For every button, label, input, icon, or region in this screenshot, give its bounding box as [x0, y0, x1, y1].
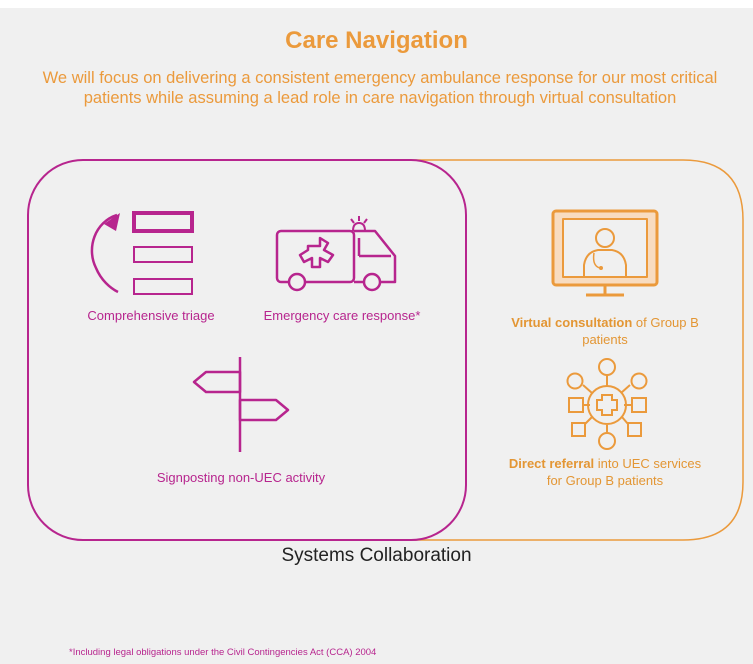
- triage-list-icon: [90, 211, 194, 295]
- signpost-icon: [192, 357, 290, 452]
- virtual-consultation-label-rest: of Group B patients: [582, 315, 699, 347]
- signposting-label: Signposting non-UEC activity: [156, 470, 326, 485]
- virtual-consultation-label: Virtual consultation of Group B patients: [500, 314, 710, 348]
- right-group-container: [398, 159, 744, 541]
- diagram-background: [0, 8, 753, 664]
- comprehensive-triage-label: Comprehensive triage: [87, 308, 215, 323]
- direct-referral-label: Direct referral into UEC services for Gr…: [500, 455, 710, 489]
- page-title: Care Navigation: [285, 27, 468, 54]
- footnote: *Including legal obligations under the C…: [69, 647, 377, 658]
- left-group-container: [27, 159, 467, 541]
- emergency-care-response-label: Emergency care response*: [263, 308, 421, 323]
- referral-network-icon: [566, 358, 648, 450]
- virtual-consultation-monitor-icon: [551, 209, 659, 297]
- virtual-consultation-label-bold: Virtual consultation: [511, 315, 633, 330]
- ambulance-icon: [275, 216, 397, 292]
- direct-referral-label-bold: Direct referral: [508, 456, 595, 471]
- systems-collaboration-label: Systems Collaboration: [281, 545, 472, 566]
- direct-referral-label-rest: into UEC services for Group B patients: [546, 456, 702, 488]
- page-subtitle: We will focus on delivering a consistent…: [42, 69, 718, 107]
